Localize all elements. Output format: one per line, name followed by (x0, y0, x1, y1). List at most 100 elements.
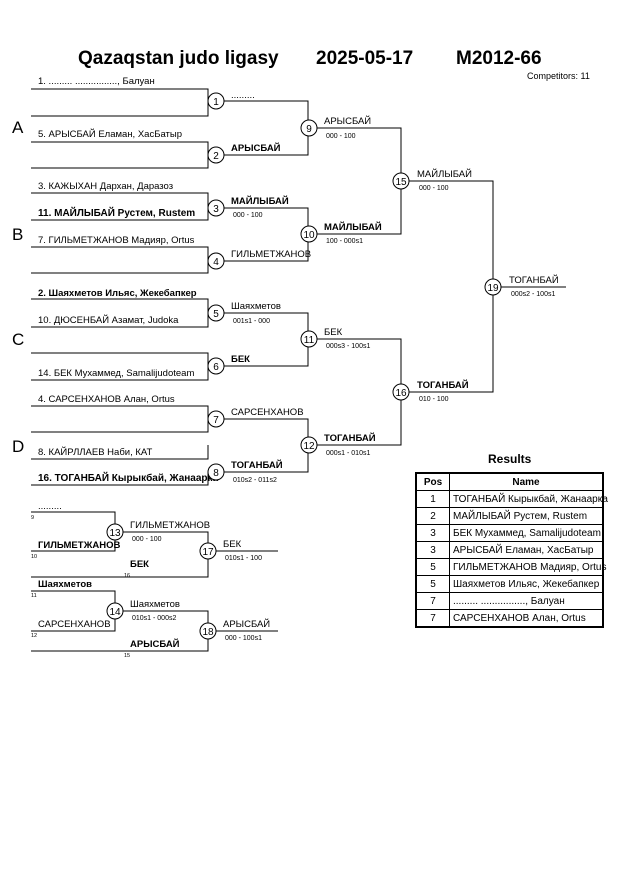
event-date: 2025-05-17 (316, 48, 413, 69)
match-18-score: 000 - 100s1 (225, 635, 262, 642)
svg-text:12: 12 (303, 441, 315, 452)
entry-2: 2. Шаяхметов Ильяс, Жекебапкер (38, 288, 197, 299)
match-circle-11: 11 (300, 330, 318, 348)
result-pos: 7 (415, 609, 450, 628)
svg-text:3: 3 (213, 204, 219, 215)
results-col-name: Name (449, 472, 604, 491)
result-name: ТОГАНБАЙ Кырыкбай, Жанаарка (449, 490, 608, 508)
svg-text:16: 16 (395, 388, 407, 399)
match-circle-3: 3 (207, 199, 225, 217)
repechage-entry-12: САРСЕНХАНОВ (38, 619, 111, 630)
entry-7: 7. ГИЛЬМЕТЖАНОВ Мадияр, Ortus (38, 235, 195, 246)
match-14-score: 010s1 - 000s2 (132, 615, 176, 622)
entry-10: 10. ДЮСЕНБАЙ Азамат, Judoka (38, 314, 179, 326)
match-10-score: 100 - 000s1 (326, 238, 363, 245)
svg-text:2: 2 (213, 151, 219, 162)
svg-text:1: 1 (213, 97, 219, 108)
match-circle-14: 14 (106, 602, 124, 620)
group-label-c: C (12, 330, 24, 349)
match-16-winner: ТОГАНБАЙ (417, 379, 469, 391)
results-col-pos: Pos (415, 472, 450, 491)
entry-5: 5. АРЫСБАЙ Еламан, ХасБатыр (38, 128, 182, 140)
result-pos: 1 (415, 490, 450, 508)
match-circle-13: 13 (106, 523, 124, 541)
entry-16: 16. ТОГАНБАЙ Кырыкбай, Жанаарка (38, 471, 219, 484)
result-pos: 7 (415, 592, 450, 610)
match-9-score: 000 - 100 (326, 133, 356, 140)
match-11-winner: БЕК (324, 327, 343, 338)
svg-text:5: 5 (213, 309, 219, 320)
result-pos: 3 (415, 541, 450, 559)
match-19-winner: ТОГАНБАЙ (509, 274, 559, 286)
svg-text:19: 19 (487, 283, 499, 294)
match-5-score: 001s1 - 000 (233, 318, 270, 325)
result-pos: 5 (415, 575, 450, 593)
result-name: ......... ................, Балуан (449, 592, 604, 610)
competitor-count: Competitors: 11 (527, 71, 590, 81)
match-circle-16: 16 (392, 383, 410, 401)
match-15-score: 000 - 100 (419, 185, 449, 192)
match-circle-17: 17 (199, 542, 217, 560)
svg-text:11: 11 (304, 335, 315, 346)
repechage-seed-10: 10 (31, 554, 37, 560)
table-row: 7......... ................, Балуан (415, 592, 604, 610)
match-8-winner: ТОГАНБАЙ (231, 459, 283, 471)
match-circle-15: 15 (392, 172, 410, 190)
result-name: САРСЕНХАНОВ Алан, Ortus (449, 609, 604, 628)
svg-text:10: 10 (303, 230, 315, 241)
repechage-seed-9: 9 (31, 515, 34, 521)
match-11-score: 000s3 - 100s1 (326, 343, 370, 350)
result-name: Шаяхметов Ильяс, Жекебапкер (449, 575, 604, 593)
match-circle-9: 9 (300, 119, 318, 137)
result-pos: 3 (415, 524, 450, 542)
match-7-winner: САРСЕНХАНОВ (231, 407, 304, 418)
entry-14: 14. БЕК Мухаммед, Samalijudoteam (38, 368, 194, 379)
repechage-entry-11: Шаяхметов (38, 579, 92, 590)
league-title: Qazaqstan judo ligasy (78, 48, 279, 69)
svg-text:4: 4 (213, 257, 219, 268)
match-circle-4: 4 (207, 252, 225, 270)
result-name: МАЙЛЫБАЙ Рустем, Rustem (449, 507, 604, 525)
entry-3: 3. КАЖЫХАН Дархан, Даразоз (38, 181, 173, 192)
repechage-entry-16: БЕК (130, 559, 149, 570)
match-4-winner: ГИЛЬМЕТЖАНОВ (231, 249, 311, 260)
repechage-seed-15: 15 (124, 653, 130, 659)
svg-text:9: 9 (306, 124, 312, 135)
results-title: Results (488, 452, 532, 466)
match-12-score: 000s1 - 010s1 (326, 450, 370, 457)
result-pos: 5 (415, 558, 450, 576)
match-17-winner: БЕК (223, 539, 242, 550)
group-label-a: A (12, 118, 24, 137)
repechage-seed-16: 16 (124, 573, 130, 579)
match-circle-10: 10 (300, 225, 318, 243)
match-16-score: 010 - 100 (419, 396, 449, 403)
match-18-winner: АРЫСБАЙ (223, 618, 270, 630)
result-pos: 2 (415, 507, 450, 525)
svg-text:6: 6 (213, 362, 219, 373)
weight-category: M2012-66 (456, 48, 542, 69)
match-circle-8: 8 (207, 463, 225, 481)
match-circle-7: 7 (207, 410, 225, 428)
match-17-score: 010s1 - 100 (225, 555, 262, 562)
repechage-entry-9: ......... (38, 501, 62, 512)
match-circle-2: 2 (207, 146, 225, 164)
result-name: АРЫСБАЙ Еламан, ХасБатыр (449, 541, 604, 559)
entry-8: 8. КАЙРЛЛАЕВ Наби, КАТ (38, 446, 152, 458)
entry-11: 11. МАЙЛЫБАЙ Рустем, Rustem (38, 206, 195, 219)
match-3-winner: МАЙЛЫБАЙ (231, 195, 289, 207)
result-name: ГИЛЬМЕТЖАНОВ Мадияр, Ortus (449, 558, 607, 576)
match-3-score: 000 - 100 (233, 212, 263, 219)
repechage-seed-11: 11 (31, 593, 37, 599)
entry-4: 4. САРСЕНХАНОВ Алан, Ortus (38, 394, 175, 405)
match-1-winner: ......... (231, 90, 255, 101)
match-10-winner: МАЙЛЫБАЙ (324, 221, 382, 233)
match-circle-19: 19 (484, 278, 502, 296)
match-19-score: 000s2 - 100s1 (511, 291, 555, 298)
repechage-entry-15: АРЫСБАЙ (130, 638, 180, 650)
